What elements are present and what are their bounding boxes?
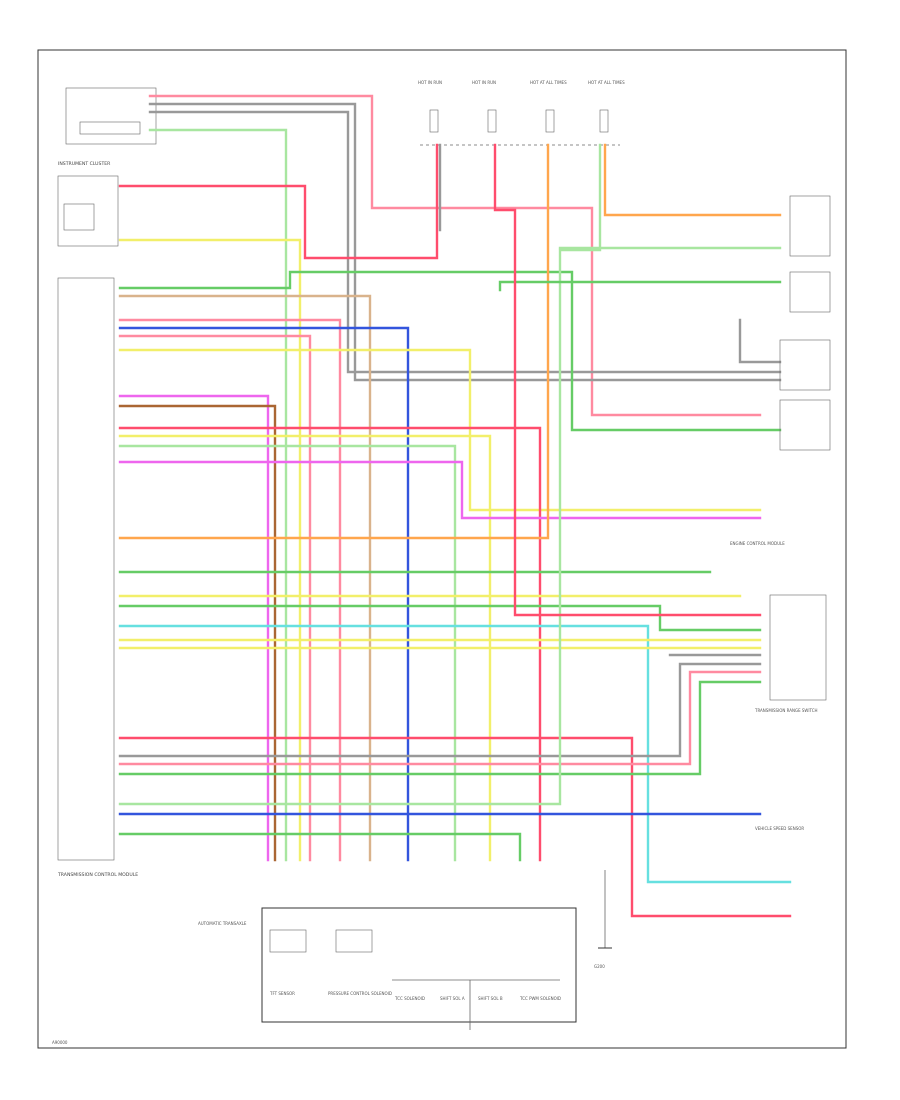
wire-yellow <box>118 434 492 862</box>
sol-label-2: TCC SOLENOID <box>394 996 425 1001</box>
diagram-frame <box>37 49 847 1049</box>
trs-label: TRANSMISSION RANGE SWITCH <box>754 708 818 713</box>
brake-switch <box>57 175 119 247</box>
sol-label-0: TFT SENSOR <box>269 991 295 996</box>
ground-label: G200 <box>594 964 605 969</box>
wire-green <box>118 270 782 432</box>
tcm-connector: TRANSMISSION CONTROL MODULE <box>57 277 138 878</box>
trs-box <box>769 594 827 701</box>
wires <box>118 94 792 918</box>
solenoid-pack-label: AUTOMATIC TRANSAXLE <box>198 921 247 926</box>
wire-ltgreen <box>148 128 288 862</box>
wire-orange <box>118 143 550 540</box>
wire-green <box>118 832 522 862</box>
sol-label-5: TCC PWM SOLENOID <box>519 996 561 1001</box>
fuse-3-label: HOT AT ALL TIMES <box>530 80 567 85</box>
wire-red <box>118 143 439 260</box>
wire-ltgreen <box>118 143 602 806</box>
wire-blue <box>118 326 410 862</box>
wire-yellow <box>118 348 762 512</box>
wire-green <box>498 280 782 292</box>
ecm-label: ENGINE CONTROL MODULE <box>730 541 785 546</box>
ground-symbol: G200 <box>594 870 612 969</box>
instrument-cluster-label: INSTRUMENT CLUSTER <box>58 161 111 167</box>
wire-gray <box>148 102 782 382</box>
wire-red <box>493 143 762 617</box>
vss-label: VEHICLE SPEED SENSOR <box>755 826 804 831</box>
sol-label-4: SHIFT SOL B <box>478 996 503 1001</box>
wire-green <box>118 604 762 632</box>
wire-tan <box>118 294 372 862</box>
fuse-2-label: HOT IN RUN <box>472 80 496 85</box>
wire-pink <box>118 318 342 862</box>
wire-magenta <box>118 394 270 862</box>
wire-ltgreen <box>118 444 457 862</box>
wire-pink <box>118 670 762 766</box>
wire-pink <box>118 334 312 862</box>
instrument-cluster: INSTRUMENT CLUSTER <box>58 87 157 167</box>
fuse-1-label: HOT IN RUN <box>418 80 442 85</box>
wire-orange <box>603 143 782 217</box>
wire-cyan <box>118 624 792 884</box>
wire-green <box>118 680 762 776</box>
wire-red <box>118 736 792 918</box>
right-components: TRANSMISSION RANGE SWITCH VEHICLE SPEED … <box>730 195 831 831</box>
wire-brown <box>118 404 277 862</box>
sol-label-1: PRESSURE CONTROL SOLENOID <box>328 991 392 996</box>
wire-gray <box>148 110 782 374</box>
wire-gray <box>738 318 782 364</box>
wire-gray <box>118 662 762 758</box>
wire-red <box>118 426 542 862</box>
fuse-block: HOT IN RUN HOT IN RUN HOT AT ALL TIMES H… <box>418 80 625 146</box>
wire-pink <box>148 94 762 417</box>
tcm-label: TRANSMISSION CONTROL MODULE <box>57 872 138 878</box>
wire-yellow <box>118 238 302 862</box>
fuse-4-label: HOT AT ALL TIMES <box>588 80 625 85</box>
solenoid-pack: AUTOMATIC TRANSAXLE TFT SENSOR PRESSURE … <box>198 907 577 1030</box>
page-code: A90000 <box>52 1040 68 1045</box>
wire-magenta <box>118 460 762 520</box>
ecm-box <box>779 399 831 451</box>
sol-label-3: SHIFT SOL A <box>440 996 465 1001</box>
